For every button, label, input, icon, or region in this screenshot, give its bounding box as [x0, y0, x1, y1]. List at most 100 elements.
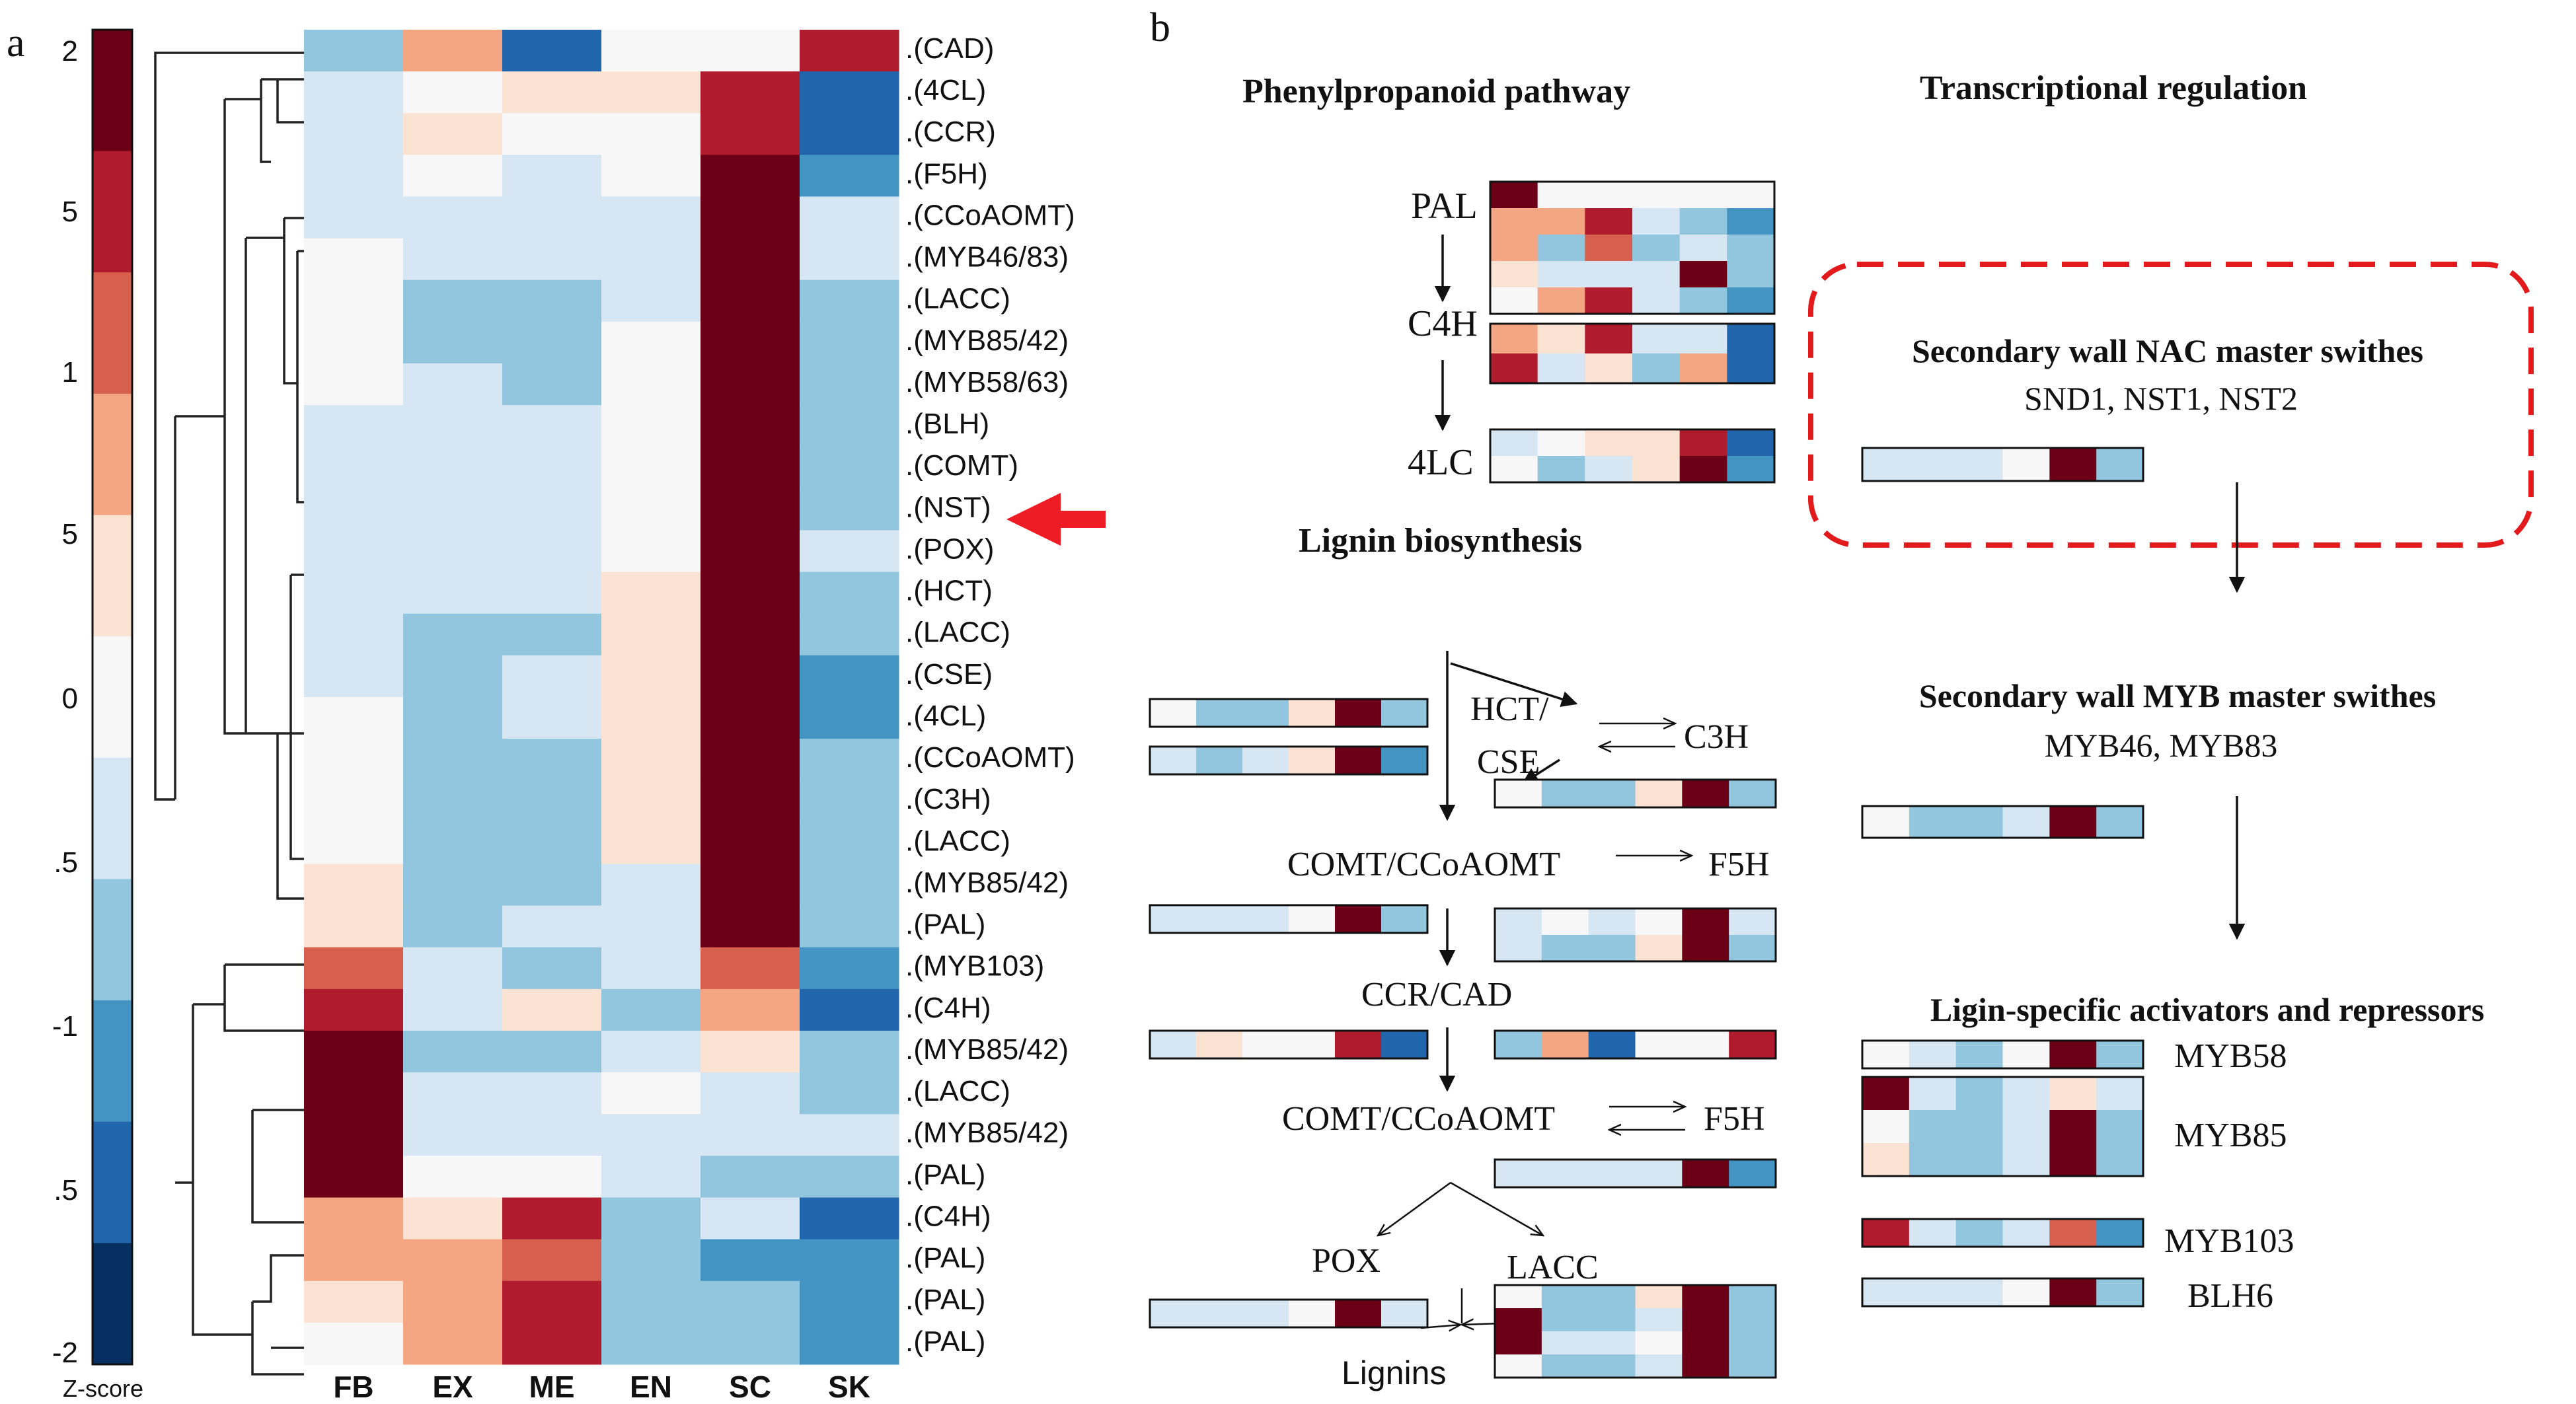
strip-cell	[1682, 908, 1729, 936]
heatmap-cell	[304, 238, 404, 281]
heatmap-cell	[800, 1197, 899, 1240]
heatmap-cell	[304, 1072, 404, 1115]
strip-cell	[1490, 324, 1538, 354]
heatmap-cell	[304, 780, 404, 823]
strip-cell	[1727, 324, 1775, 354]
heatmap-cell	[601, 864, 701, 906]
strip-cell	[1537, 456, 1585, 483]
heatmap-cell	[701, 572, 800, 614]
strip-cell	[1242, 699, 1289, 727]
heatmap-cell	[601, 155, 701, 197]
heatmap-cell	[601, 447, 701, 489]
heatmap-cell	[701, 697, 800, 739]
strip-cell	[1635, 1160, 1683, 1188]
strip-cell	[1635, 780, 1683, 808]
strip-cell	[1490, 353, 1538, 384]
heatmap-cell	[601, 655, 701, 698]
strip-cell	[1537, 353, 1585, 384]
heatmap-cell	[701, 363, 800, 406]
nac-genes: SND1, NST1, NST2	[2024, 380, 2298, 417]
heatmap-cell	[502, 1156, 602, 1198]
strip-cell	[2096, 1219, 2144, 1247]
strip-frame	[1149, 698, 1429, 728]
strip-cell	[1150, 1300, 1197, 1328]
heatmap-cell	[800, 530, 899, 573]
heatmap-cell	[701, 1280, 800, 1323]
strip-cell	[1679, 235, 1727, 262]
heatmap-cell	[304, 905, 404, 948]
strip-cell	[1335, 699, 1382, 727]
strip-cell	[1727, 353, 1775, 384]
strip-cell	[2049, 1143, 2097, 1177]
strip-cell	[1679, 353, 1727, 384]
strip-lacc	[1494, 1284, 1777, 1379]
strip-pox	[1149, 1298, 1429, 1329]
strip-cell	[1588, 1285, 1636, 1309]
strip-cell	[1490, 287, 1538, 314]
strip-cell	[1909, 1077, 1957, 1111]
heatmap-row-label: .(MYB46/83)	[905, 241, 1069, 274]
strip-cell	[1495, 1331, 1542, 1355]
heatmap-row-label: .(CCoAOMT)	[905, 741, 1075, 774]
strip-cell	[1955, 806, 2003, 838]
heatmap-cell	[601, 530, 701, 573]
colorbar-tick-label: 2	[62, 35, 78, 67]
strip-ccr	[1149, 1029, 1429, 1060]
strip-cell	[1632, 456, 1681, 483]
heatmap-row-label: .(MYB58/63)	[905, 366, 1069, 398]
heatmap-cell	[304, 1280, 404, 1323]
strip-frame	[1494, 1284, 1777, 1379]
strip-cell	[1635, 1285, 1683, 1309]
heatmap-row-label: .(LACC)	[905, 616, 1010, 649]
heatmap-cell	[502, 30, 602, 72]
strip-cell	[1955, 1143, 2003, 1177]
strip-nst	[1861, 447, 2144, 482]
strip-cell	[1679, 261, 1727, 288]
heatmap-cell	[304, 530, 404, 573]
heatmap-cell	[502, 1031, 602, 1073]
strip-cell	[1729, 935, 1776, 962]
strip-cell	[1909, 1110, 1957, 1144]
heatmap-row-label: .(C3H)	[905, 783, 991, 815]
strip-cell	[1289, 1031, 1336, 1059]
heatmap-cell	[403, 655, 503, 698]
heatmap-cell	[502, 1114, 602, 1156]
strip-comt1	[1149, 904, 1429, 934]
colorbar-tick-label: 1	[62, 356, 78, 388]
strip-cell	[2049, 1077, 2097, 1111]
heatmap-cell	[800, 1114, 899, 1156]
colorbar-tick-label: 5	[62, 196, 78, 228]
heatmap-cell	[502, 1322, 602, 1365]
colorbar-swatch	[93, 30, 132, 152]
strip-cell	[1196, 747, 1243, 775]
strip-cell	[1682, 935, 1729, 962]
heatmap-cell	[800, 279, 899, 322]
heatmap-cell	[502, 905, 602, 948]
strip-cell	[1541, 1308, 1589, 1332]
regulator-myb103: MYB103	[2164, 1222, 2294, 1260]
strip-cell	[1632, 208, 1681, 235]
heatmap-cell	[304, 572, 404, 614]
strip-cell	[2002, 1110, 2050, 1144]
strip-cell	[1381, 1300, 1428, 1328]
strip-cell	[2002, 1041, 2050, 1069]
pathway-arrows	[1434, 235, 1578, 1092]
strip-cell	[1635, 1308, 1683, 1332]
heatmap-cell	[502, 279, 602, 322]
strip-cell	[1585, 429, 1633, 457]
strip-cell	[1495, 1285, 1542, 1309]
heatmap-cell	[502, 864, 602, 906]
strip-cell	[1588, 1308, 1636, 1332]
heatmap-cell	[701, 238, 800, 281]
heatmap-cell	[502, 655, 602, 698]
heatmap-cell	[502, 1280, 602, 1323]
heatmap-cell	[601, 1197, 701, 1240]
strip-cell	[1862, 448, 1910, 482]
heatmap-row-label: .(MYB85/42)	[905, 1117, 1069, 1149]
heatmap-cell	[601, 1156, 701, 1198]
heatmap-cell	[403, 988, 503, 1031]
heatmap-cell	[502, 530, 602, 573]
heatmap-cell	[601, 488, 701, 531]
strip-cell	[2096, 1278, 2144, 1307]
strip-cell	[1541, 1160, 1589, 1188]
